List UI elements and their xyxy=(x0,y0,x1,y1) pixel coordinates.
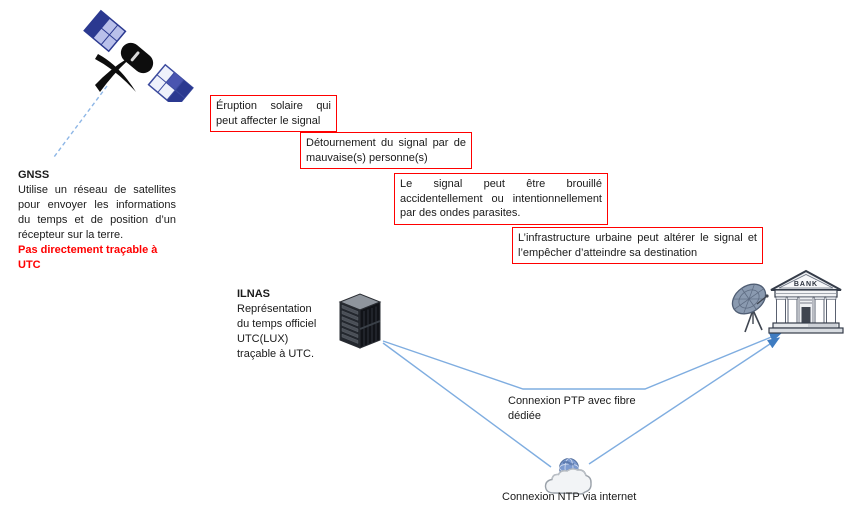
gnss-warning: Pas directement traçable à UTC xyxy=(18,244,158,271)
bank-icon: BANK xyxy=(768,269,844,334)
threat-box-jamming: Le signal peut être brouillé accidentell… xyxy=(394,173,608,225)
threat-box-urban-infrastructure: L’infrastructure urbaine peut altérer le… xyxy=(512,227,763,264)
threat-box-text: L’infrastructure urbaine peut altérer le… xyxy=(518,232,757,259)
threat-box-solar-flare: Éruption solaire qui peut affecter le si… xyxy=(210,95,337,132)
ilnas-line: traçable à UTC. xyxy=(237,348,315,360)
threat-box-text: Éruption solaire qui peut affecter le si… xyxy=(216,100,331,127)
ntp-connection-line-cloud-to-bank xyxy=(588,337,781,465)
ptp-connection-line xyxy=(382,332,783,390)
server-icon xyxy=(338,293,382,349)
gnss-text-block: GNSS Utilise un réseau de satellites pou… xyxy=(18,168,176,273)
threat-box-signal-hijack: Détournement du signal par de mauvaise(s… xyxy=(300,132,472,169)
ilnas-line: Représentation xyxy=(237,303,312,315)
threat-box-text: Détournement du signal par de mauvaise(s… xyxy=(306,137,466,164)
threat-box-text: Le signal peut être brouillé accidentell… xyxy=(400,178,602,219)
ilnas-text-block: ILNAS Représentation du temps officiel U… xyxy=(237,287,337,362)
bank-sign-label: BANK xyxy=(794,281,818,288)
gnss-title: GNSS xyxy=(18,169,50,181)
ilnas-line: UTC(LUX) xyxy=(237,333,289,345)
satellite-icon xyxy=(83,9,194,102)
ntp-label-text: Connexion NTP via internet xyxy=(502,491,637,503)
ptp-label-text: Connexion PTP avec fibre dédiée xyxy=(508,395,636,422)
ntp-connection-line-server-to-cloud xyxy=(382,342,552,468)
internet-cloud-icon xyxy=(544,458,592,495)
ptp-connection-label: Connexion PTP avec fibre dédiée xyxy=(508,394,658,424)
ilnas-line: du temps officiel xyxy=(237,318,317,330)
satellite-dish-icon xyxy=(731,283,769,333)
ntp-connection-label: Connexion NTP via internet xyxy=(502,490,672,505)
gnss-signal-dashed-line xyxy=(53,85,108,158)
ilnas-title: ILNAS xyxy=(237,288,270,300)
gnss-description: Utilise un réseau de satellites pour env… xyxy=(18,184,176,241)
